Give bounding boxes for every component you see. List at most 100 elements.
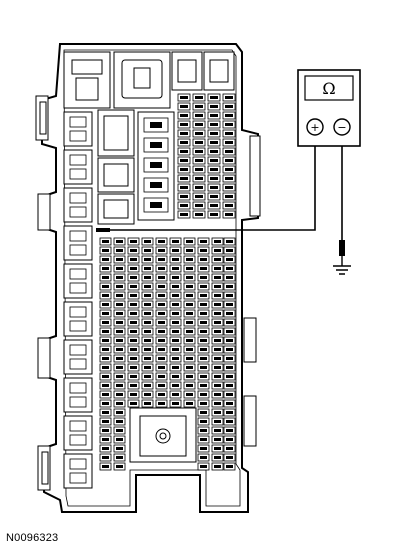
fuse [197,408,210,417]
fuse [223,273,236,282]
fuse [169,264,182,273]
fuse [113,408,126,417]
fuse [99,390,112,399]
fuse [113,255,126,264]
fuse [113,309,126,318]
fuse [197,345,210,354]
fuse [99,381,112,390]
fuse [207,129,221,138]
fuse [113,336,126,345]
fuse [141,327,154,336]
fuse [127,264,140,273]
fuse [211,264,224,273]
fuse [177,138,191,147]
fuse [183,372,196,381]
fuse [141,345,154,354]
fuse [113,453,126,462]
fuse [211,336,224,345]
fuse [113,273,126,282]
fuse [192,93,206,102]
fuse [207,156,221,165]
fuse [223,318,236,327]
fuse [192,165,206,174]
fuse [197,381,210,390]
fuse [113,462,126,471]
relay-symbol [143,137,169,153]
fuse [197,273,210,282]
fuse [197,318,210,327]
fuse [183,336,196,345]
relay [63,415,93,451]
relay [63,301,93,337]
fuse [207,183,221,192]
fuse [197,426,210,435]
fuse [127,354,140,363]
fuse [141,291,154,300]
ohmmeter: Ω + − [297,69,361,147]
fuse [211,318,224,327]
fuse [223,363,236,372]
fuse [169,246,182,255]
fuse [197,282,210,291]
fuse [169,300,182,309]
fuse [192,147,206,156]
fuse [113,381,126,390]
fuse [141,255,154,264]
fuse [99,300,112,309]
fuse [192,129,206,138]
fuse [155,255,168,264]
relay [63,453,93,489]
fuse [155,300,168,309]
fuse [183,327,196,336]
fuse [211,417,224,426]
fuse [155,282,168,291]
fuse [192,183,206,192]
fuse [127,309,140,318]
relay [63,149,93,185]
fuse [211,237,224,246]
fuse [127,363,140,372]
fuse [177,156,191,165]
fuse [197,264,210,273]
fuse [192,210,206,219]
fuse [197,237,210,246]
fuse [183,291,196,300]
fuse [197,309,210,318]
ohm-symbol: Ω [322,79,335,98]
fuse [113,399,126,408]
fuse [223,291,236,300]
fuse [113,354,126,363]
fuse [222,93,236,102]
fuse [223,282,236,291]
fuse [177,111,191,120]
fuse [141,264,154,273]
fuse [223,336,236,345]
fuse [207,210,221,219]
fuse [127,381,140,390]
fuse [113,282,126,291]
fuse [177,183,191,192]
fuse [211,408,224,417]
fuse [127,291,140,300]
negative-terminal [333,118,351,136]
fuse [99,363,112,372]
fuse [155,354,168,363]
fuse [169,327,182,336]
fuse [183,363,196,372]
fuse [177,192,191,201]
fuse [223,408,236,417]
fuse [113,318,126,327]
fuse [211,390,224,399]
fuse [169,390,182,399]
fuse [223,345,236,354]
fuse [183,390,196,399]
fuse [222,210,236,219]
fuse [113,291,126,300]
fuse [211,444,224,453]
fuse [223,372,236,381]
fuse [99,264,112,273]
fuse [99,336,112,345]
fuse [223,264,236,273]
ground-probe [339,240,345,256]
fuse [223,399,236,408]
